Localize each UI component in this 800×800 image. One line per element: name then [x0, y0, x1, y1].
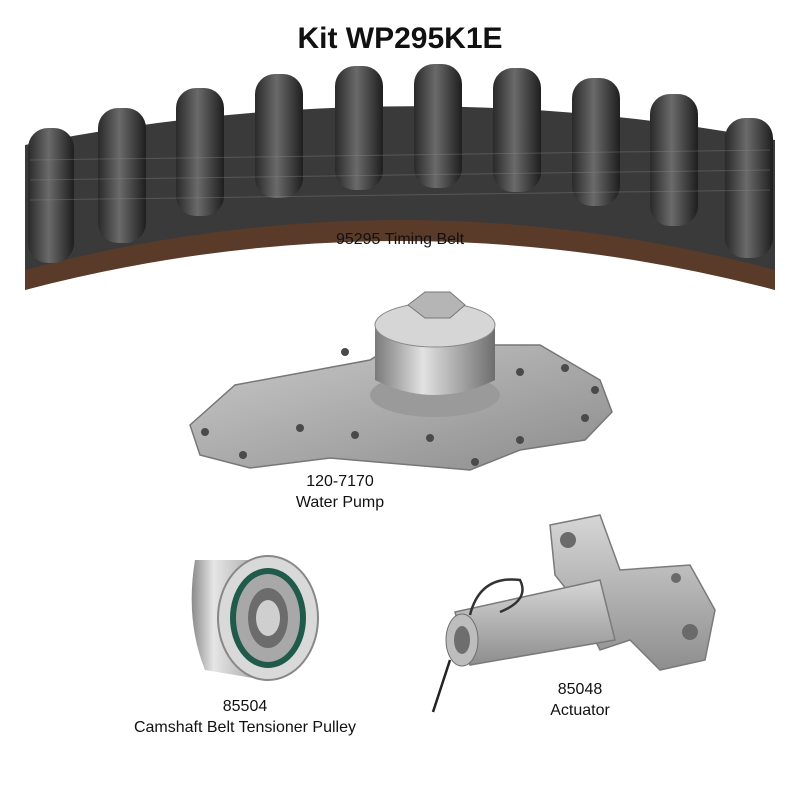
actuator-label: 85048 Actuator	[520, 679, 640, 721]
pulley-name: Camshaft Belt Tensioner Pulley	[133, 719, 357, 736]
pulley-label: 85504 Camshaft Belt Tensioner Pulley	[90, 696, 400, 738]
actuator-name: Actuator	[550, 702, 610, 719]
water-pump-number: 120-7170	[306, 473, 374, 490]
timing-belt-text: 95295 Timing Belt	[335, 231, 465, 248]
pulley-number: 85504	[222, 698, 268, 715]
timing-belt-label: 95295 Timing Belt	[300, 229, 500, 250]
water-pump-label: 120-7170 Water Pump	[240, 471, 440, 513]
kit-title: Kit WP295K1E	[297, 22, 503, 55]
actuator-number: 85048	[557, 681, 603, 698]
water-pump-name: Water Pump	[295, 494, 385, 511]
